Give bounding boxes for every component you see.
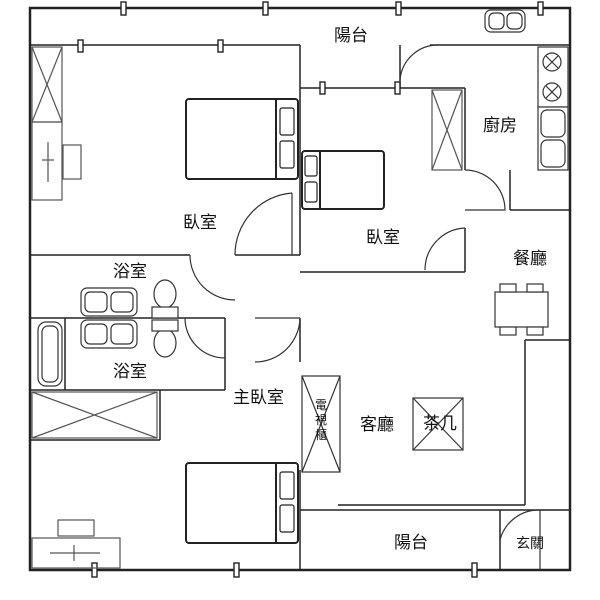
label-tv-cabinet: 電視櫃 bbox=[314, 398, 327, 442]
doors bbox=[184, 44, 570, 570]
walls bbox=[28, 6, 572, 572]
label-bathroom-lower: 浴室 bbox=[113, 362, 147, 382]
dining-table bbox=[494, 283, 549, 336]
label-living-room: 客廳 bbox=[360, 415, 394, 435]
label-coffee-table: 茶几 bbox=[423, 414, 457, 434]
beds bbox=[185, 98, 385, 544]
label-kitchen: 廚房 bbox=[483, 116, 517, 136]
label-bedroom-center: 臥室 bbox=[366, 228, 400, 248]
closet-center bbox=[431, 89, 463, 171]
label-master-bedroom: 主臥室 bbox=[233, 388, 284, 408]
label-dining: 餐廳 bbox=[513, 249, 547, 269]
closet-left bbox=[31, 46, 82, 201]
label-balcony-top: 陽台 bbox=[334, 26, 368, 46]
kitchen-fixtures bbox=[484, 9, 569, 171]
label-bathroom-upper: 浴室 bbox=[113, 262, 147, 282]
closet-master bbox=[31, 391, 158, 569]
bathroom-fixtures bbox=[37, 279, 179, 387]
label-bedroom-left: 臥室 bbox=[183, 213, 217, 233]
label-entrance: 玄關 bbox=[516, 536, 544, 552]
living-furniture bbox=[301, 375, 464, 473]
label-balcony-bottom: 陽台 bbox=[394, 533, 428, 553]
window-markers bbox=[77, 1, 544, 578]
